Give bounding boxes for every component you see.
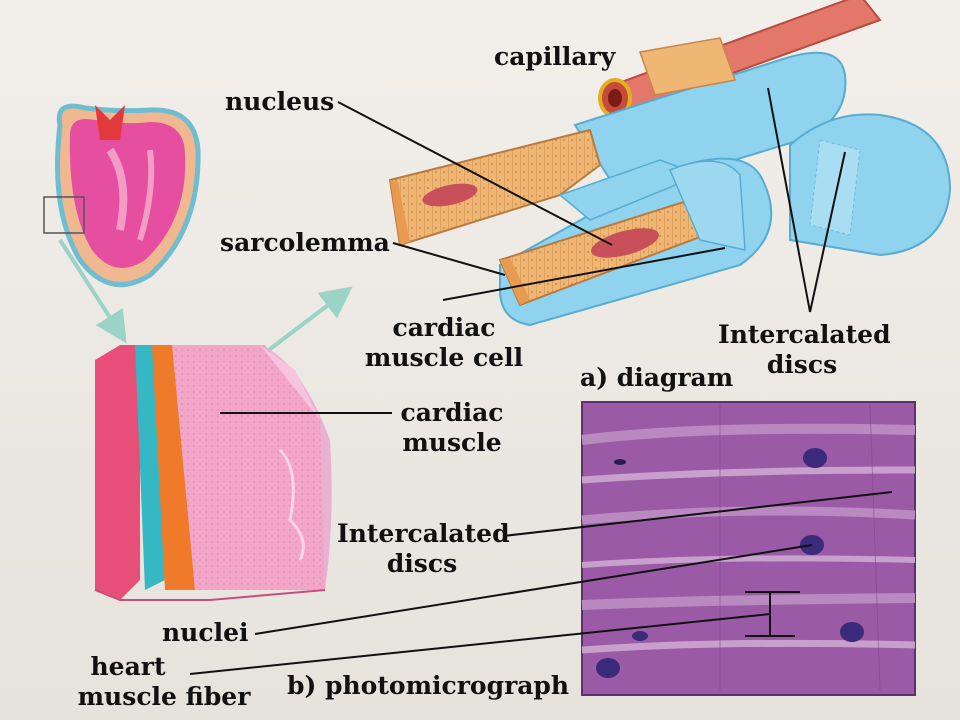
- cardiac-muscle-line-2: muscle: [402, 428, 502, 457]
- heart-muscle-fiber-line-1: heart: [90, 652, 166, 681]
- leader-lines: [189, 87, 893, 675]
- intercalated-discs-top-line-1: Intercalated: [718, 320, 891, 349]
- diagram-caption: a) diagram: [580, 363, 734, 392]
- zoom-arrow-1: [58, 238, 127, 344]
- heart-wall-tissue: [94, 345, 332, 601]
- capillary-label: capillary: [494, 42, 616, 71]
- photomicrograph-caption: b) photomicrograph: [287, 671, 570, 700]
- intercalated-discs-bottom-line-2: discs: [386, 549, 458, 578]
- sarcolemma-label: sarcolemma: [220, 228, 390, 257]
- nuclei-label: nuclei: [162, 618, 249, 647]
- photomicrograph-image: [581, 401, 916, 696]
- cardiac-muscle-cell-line-1: cardiac: [392, 313, 496, 342]
- heart-muscle-fiber-line-2: muscle fiber: [77, 682, 251, 711]
- intercalated-discs-top-line-2: discs: [766, 350, 838, 379]
- heart-illustration: [43, 103, 201, 288]
- cardiac-muscle-line-1: cardiac: [400, 398, 504, 427]
- nucleus-label: nucleus: [225, 87, 335, 116]
- cardiac-muscle-cell-label: cardiac muscle cell: [363, 313, 525, 373]
- intercalated-discs-bottom-line-1: Intercalated: [337, 519, 510, 548]
- heart-muscle-fiber-label: heart muscle fiber: [76, 652, 252, 712]
- intercalated-discs-top-label: Intercalated discs: [718, 320, 891, 380]
- intercalated-discs-bottom-label: Intercalated discs: [337, 519, 510, 579]
- muscle-cell-diagram: [388, 37, 952, 327]
- cardiac-muscle-label: cardiac muscle: [396, 398, 508, 458]
- cardiac-muscle-cell-line-2: muscle cell: [364, 343, 524, 372]
